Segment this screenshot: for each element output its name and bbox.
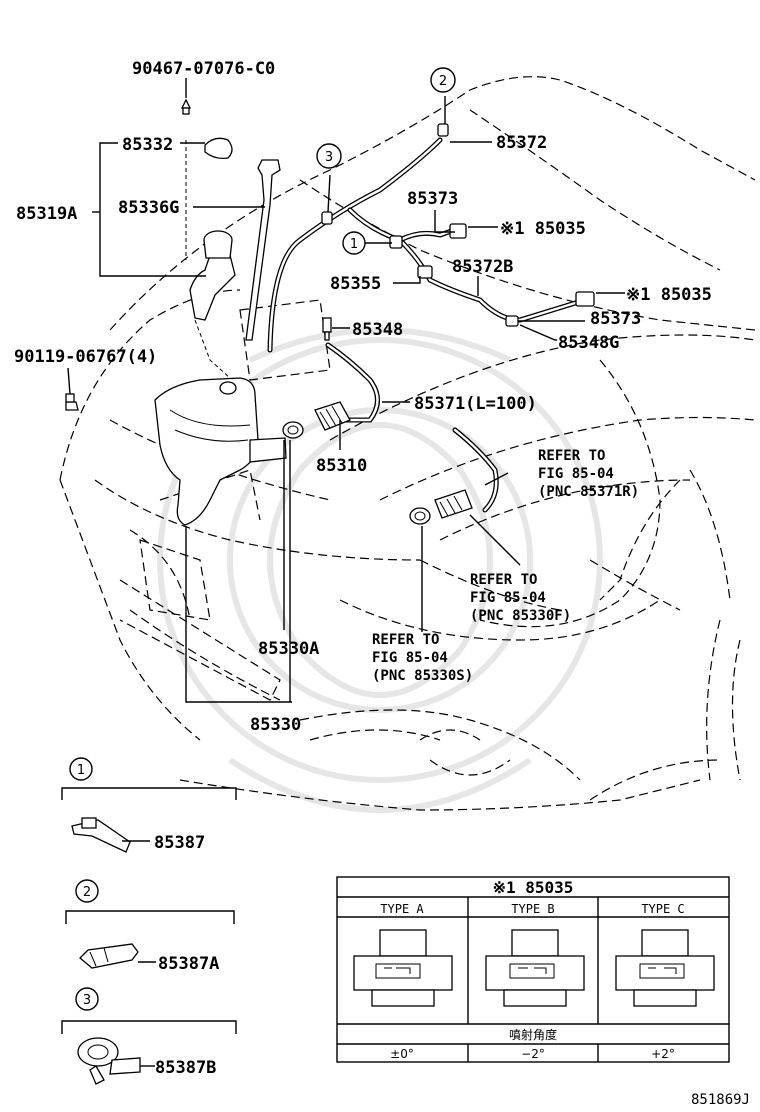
- clip-3-number: 3: [83, 993, 91, 1008]
- part-label-hose-right: 85373: [590, 309, 641, 329]
- refer-notes: REFER TO FIG 85-04 (PNC 85371R) REFER TO…: [372, 448, 639, 684]
- refer-1-line1: REFER TO: [538, 448, 605, 464]
- refer-2-line3: (PNC 85330F): [470, 608, 571, 624]
- leader-lines: [67, 78, 625, 703]
- part-label-motor-a: 85330A: [258, 639, 319, 659]
- part-label-joint: 85355: [330, 274, 381, 294]
- part-label-cap: 85332: [122, 135, 173, 155]
- refer-1-line3: (PNC 85371R): [538, 484, 639, 500]
- connector-type-b-drawing: [485, 929, 585, 1007]
- table-angle-c: +2°: [651, 1047, 675, 1061]
- refer-3-line1: REFER TO: [372, 632, 439, 648]
- part-label-hose-clip: 85372: [496, 133, 547, 153]
- clip-detail-3: 3 85387B: [61, 987, 237, 1085]
- part-labels: 90467-07076-C0 85332 85319A 85336G 85372…: [14, 59, 712, 735]
- part-label-motor-base: 85330: [250, 715, 301, 735]
- clip-detail-2: 2 85387A: [65, 879, 235, 974]
- part-label-hose-long: 85371(L=100): [414, 394, 537, 414]
- refer-1-line2: FIG 85-04: [538, 466, 614, 482]
- table-angle-a: ±0°: [390, 1047, 414, 1061]
- part-label-inlet: 85336G: [118, 198, 179, 218]
- part-label-connector-a: ※1 85035: [500, 219, 586, 239]
- washer-tank: [154, 137, 287, 526]
- fittings: [65, 98, 595, 525]
- watermark-emblem: [157, 327, 603, 813]
- part-label-bolt: 90467-07076-C0: [132, 59, 275, 79]
- clip-2-number: 2: [83, 885, 91, 900]
- callout-1-label: 1: [350, 237, 358, 252]
- clip-1-part: 85387: [154, 833, 205, 853]
- callout-3-label: 3: [325, 150, 333, 165]
- connector-type-a-drawing: [353, 929, 453, 1007]
- clip-1-number: 1: [77, 763, 85, 778]
- part-label-motor: 85310: [316, 456, 367, 476]
- refer-3-line2: FIG 85-04: [372, 650, 448, 666]
- callout-1: [342, 231, 366, 255]
- table-title: ※1 85035: [493, 878, 574, 897]
- callout-2: [430, 67, 456, 93]
- vehicle-outline: [59, 76, 756, 811]
- clip-2-part: 85387A: [158, 954, 219, 974]
- figure-id: 851869J: [691, 1092, 750, 1108]
- nozzle-type-table: ※1 85035 TYPE A TYPE B TYPE C 噴射角度 ±0° −…: [336, 876, 730, 1063]
- table-angle-label: 噴射角度: [509, 1027, 557, 1042]
- callouts: 2 3 1: [316, 67, 456, 255]
- clip-detail-1: 1 85387: [61, 757, 237, 853]
- table-angle-b: −2°: [521, 1047, 545, 1061]
- part-label-screw: 90119-06767(4): [14, 347, 157, 367]
- callout-3: [316, 143, 342, 169]
- callout-2-label: 2: [439, 74, 447, 89]
- table-type-c: TYPE C: [641, 902, 684, 916]
- table-type-b: TYPE B: [511, 902, 554, 916]
- refer-3-line3: (PNC 85330S): [372, 668, 473, 684]
- table-type-a: TYPE A: [380, 902, 424, 916]
- part-label-connector-b: ※1 85035: [626, 285, 712, 305]
- part-label-check-valve: 85348: [352, 320, 403, 340]
- refer-2-line2: FIG 85-04: [470, 590, 546, 606]
- part-label-valve-g: 85348G: [558, 333, 619, 353]
- part-label-nozzle-hose: 85372B: [452, 257, 513, 277]
- part-label-hose-mid: 85373: [407, 189, 458, 209]
- part-label-tank-assy: 85319A: [16, 204, 77, 224]
- clip-3-part: 85387B: [155, 1058, 216, 1078]
- refer-2-line1: REFER TO: [470, 572, 537, 588]
- connector-type-c-drawing: [615, 929, 715, 1007]
